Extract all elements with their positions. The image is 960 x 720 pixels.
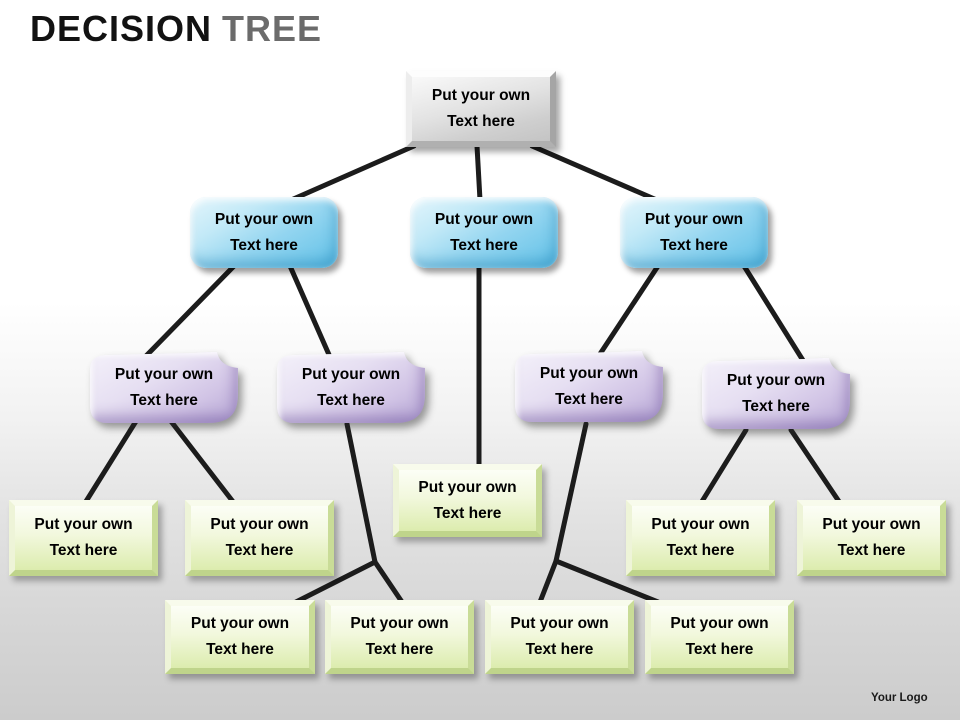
node-text-line2: Text here bbox=[450, 236, 518, 254]
node-text-line1: Put your own bbox=[670, 615, 769, 632]
purple-shape: Put your own Text here bbox=[90, 352, 238, 424]
node-text-line2: Text here bbox=[742, 398, 810, 415]
tree-node-k3[interactable]: Put your own Text here bbox=[485, 600, 634, 674]
purple-shape: Put your own Text here bbox=[702, 358, 850, 430]
node-text-line2: Text here bbox=[447, 113, 515, 130]
connector-b1-p1 bbox=[143, 263, 237, 359]
node-text-line2: Text here bbox=[317, 392, 385, 409]
tree-node-k1[interactable]: Put your own Text here bbox=[165, 600, 315, 674]
node-text-line1: Put your own bbox=[114, 366, 214, 383]
node-text-line1: Put your own bbox=[190, 615, 290, 632]
connector-p1-g1 bbox=[82, 415, 141, 506]
tree-node-b3[interactable]: Put your own Text here bbox=[620, 197, 768, 268]
connector-p3-trunk bbox=[553, 421, 589, 564]
tree-node-g2[interactable]: Put your own Text here bbox=[185, 500, 334, 576]
node-text-line1: Put your own bbox=[434, 210, 534, 228]
connector-b3-p3 bbox=[597, 263, 661, 357]
connector-p4-g6 bbox=[788, 427, 843, 506]
node-text-line2: Text here bbox=[225, 542, 294, 559]
node-text-line1: Put your own bbox=[301, 366, 401, 383]
connector-root-b1 bbox=[279, 143, 417, 207]
tree-node-p3[interactable]: Put your own Text here bbox=[515, 351, 663, 423]
title-word-secondary: TREE bbox=[222, 8, 323, 49]
node-text-line2: Text here bbox=[666, 542, 735, 559]
node-text-line2: Text here bbox=[206, 641, 274, 658]
connector-b1-p2 bbox=[287, 263, 333, 360]
node-text-line1: Put your own bbox=[822, 516, 921, 533]
node-text-line2: Text here bbox=[685, 641, 754, 658]
node-text-line1: Put your own bbox=[726, 372, 826, 389]
footer-logo-text: Your Logo bbox=[871, 692, 928, 704]
node-text-line1: Put your own bbox=[510, 615, 609, 632]
node-text-line2: Text here bbox=[130, 392, 198, 409]
tree-node-g6[interactable]: Put your own Text here bbox=[797, 500, 946, 576]
node-text-line2: Text here bbox=[365, 641, 434, 658]
node-text-line2: Text here bbox=[837, 542, 906, 559]
connector-p2-k2 bbox=[372, 559, 405, 605]
tree-node-b2[interactable]: Put your own Text here bbox=[410, 197, 558, 268]
connector-root-b3 bbox=[529, 143, 669, 207]
node-text-line1: Put your own bbox=[418, 478, 517, 496]
connector-p3-k4 bbox=[553, 558, 661, 605]
node-text-line1: Put your own bbox=[539, 365, 639, 382]
node-text-line2: Text here bbox=[230, 236, 298, 254]
tree-node-b1[interactable]: Put your own Text here bbox=[190, 197, 338, 268]
connector-p1-g2 bbox=[167, 417, 237, 506]
node-text-line2: Text here bbox=[660, 236, 728, 254]
node-text-line1: Put your own bbox=[350, 615, 449, 632]
tree-node-g5[interactable]: Put your own Text here bbox=[626, 500, 775, 576]
tree-node-gc[interactable]: Put your own Text here bbox=[393, 464, 542, 537]
node-text-line2: Text here bbox=[525, 641, 594, 658]
purple-shape: Put your own Text here bbox=[277, 352, 425, 424]
tree-node-p1[interactable]: Put your own Text here bbox=[90, 352, 238, 424]
title-word-primary: DECISION bbox=[30, 8, 213, 49]
tree-node-root[interactable]: Put your own Text here bbox=[406, 71, 556, 147]
node-text-line1: Put your own bbox=[651, 516, 750, 533]
node-text-line1: Put your own bbox=[431, 87, 531, 104]
tree-node-p2[interactable]: Put your own Text here bbox=[277, 352, 425, 424]
tree-node-k2[interactable]: Put your own Text here bbox=[325, 600, 474, 674]
tree-node-k4[interactable]: Put your own Text here bbox=[645, 600, 794, 674]
connector-b3-p4 bbox=[741, 263, 807, 365]
purple-shape: Put your own Text here bbox=[515, 351, 663, 423]
node-text-line2: Text here bbox=[49, 542, 118, 559]
node-text-line1: Put your own bbox=[34, 516, 133, 533]
node-text-line1: Put your own bbox=[210, 516, 309, 533]
node-text-line2: Text here bbox=[555, 391, 623, 408]
tree-node-p4[interactable]: Put your own Text here bbox=[702, 358, 850, 430]
tree-node-g1[interactable]: Put your own Text here bbox=[9, 500, 158, 576]
node-text-line2: Text here bbox=[433, 504, 502, 522]
connector-root-b2 bbox=[474, 143, 483, 203]
connector-p2-trunk bbox=[344, 421, 378, 565]
connector-p3-k3 bbox=[537, 558, 559, 605]
node-text-line1: Put your own bbox=[644, 210, 744, 228]
node-text-line1: Put your own bbox=[214, 210, 314, 228]
connector-p2-k1 bbox=[289, 559, 378, 607]
connector-p4-g5 bbox=[698, 427, 749, 506]
